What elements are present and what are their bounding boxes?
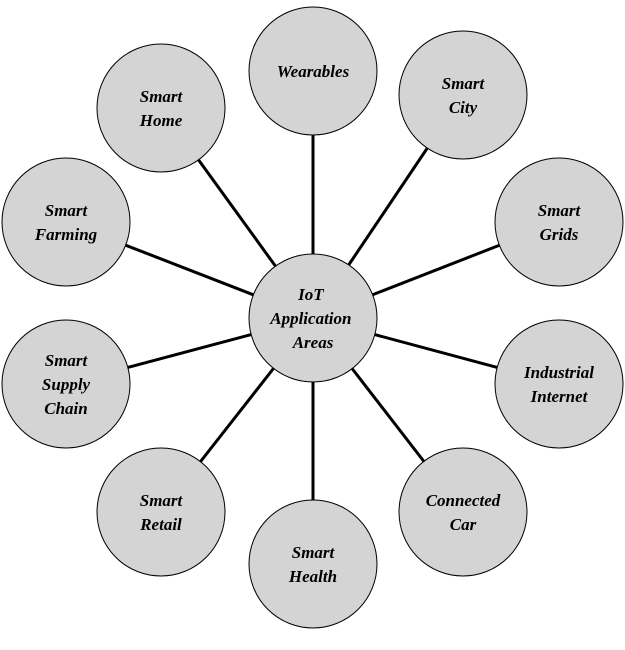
connectors — [125, 135, 500, 500]
node-circle-smart-home — [96, 43, 226, 173]
connector-smart-home — [197, 158, 277, 268]
center-label-line: Application — [269, 309, 351, 328]
center-label-line: IoT — [297, 285, 324, 304]
connector-industrial-internet — [374, 333, 498, 369]
node-label-line: Smart — [45, 351, 89, 370]
node-label-line: Wearables — [277, 62, 350, 81]
node-circle-industrial-internet — [494, 319, 624, 449]
node-label-line: Connected — [426, 491, 501, 510]
node-label-line: Smart — [442, 74, 486, 93]
node-circle-smart-farming — [1, 157, 131, 287]
node-circle-smart-grids — [494, 157, 624, 287]
node-label-line: Retail — [139, 515, 182, 534]
node-label-wearables: Wearables — [277, 62, 350, 81]
node-label-line: Health — [288, 567, 337, 586]
center-label: IoT Application Areas — [269, 285, 355, 352]
node-label-line: Industrial — [523, 363, 594, 382]
node-label-line: Smart — [45, 201, 89, 220]
connector-smart-farming — [125, 243, 254, 297]
node-circle-smart-health — [248, 499, 378, 629]
center-circle — [248, 253, 378, 383]
connector-smart-supply-chain — [127, 333, 252, 369]
node-circle-wearables — [248, 6, 378, 136]
node-circle-connected-car — [398, 447, 528, 577]
node-label-line: Smart — [292, 543, 336, 562]
node-label-line: Smart — [538, 201, 582, 220]
node-label-line: Supply — [42, 375, 91, 394]
node-label-line: Grids — [540, 225, 579, 244]
center-label-line: Areas — [292, 333, 334, 352]
node-label-line: Internet — [530, 387, 589, 406]
node-circle-smart-retail — [96, 447, 226, 577]
node-label-line: Car — [450, 515, 477, 534]
node-circle-smart-city — [398, 30, 528, 160]
node-label-line: Chain — [44, 399, 87, 418]
center-node: IoT Application Areas — [248, 253, 378, 383]
node-label-line: Home — [139, 111, 183, 130]
node-label-line: City — [449, 98, 478, 117]
connector-smart-city — [347, 147, 429, 266]
connector-smart-retail — [199, 367, 275, 463]
connector-connected-car — [350, 367, 426, 463]
node-label-line: Farming — [34, 225, 98, 244]
node-circle-smart-supply-chain — [1, 319, 131, 449]
node-wearables: Wearables — [248, 6, 378, 136]
connector-smart-grids — [372, 243, 500, 297]
node-label-line: Smart — [140, 87, 184, 106]
node-label-line: Smart — [140, 491, 184, 510]
